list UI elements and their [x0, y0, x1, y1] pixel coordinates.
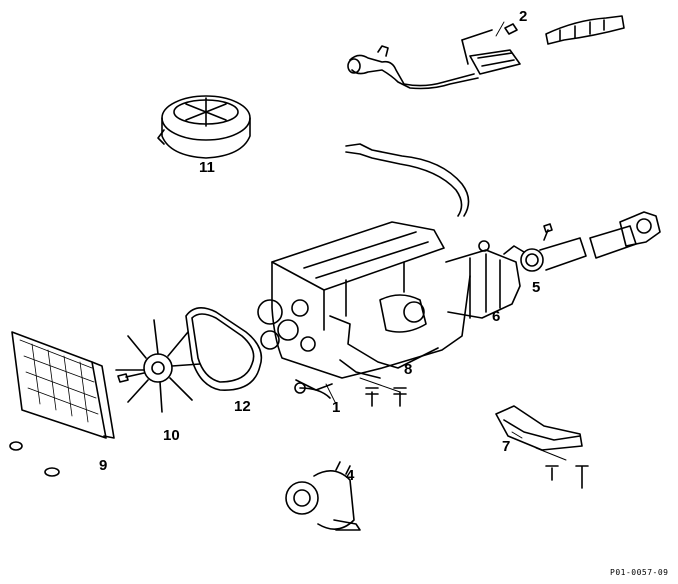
air-filter-part: [157, 95, 251, 159]
callout-1: 1: [332, 399, 341, 416]
callout-8: 8: [404, 361, 413, 378]
callout-5: 5: [532, 279, 541, 296]
leader-lines: [325, 21, 523, 439]
ac-compressor-part: [285, 461, 361, 531]
callout-10: 10: [163, 427, 180, 444]
callout-2: 2: [519, 8, 528, 25]
radiator-part: [9, 331, 115, 477]
dipstick-tube: [345, 143, 470, 217]
callout-12: 12: [234, 398, 251, 415]
drive-shaft-part: [520, 211, 661, 272]
cooling-fan-part: [115, 319, 201, 413]
callout-6: 6: [492, 308, 501, 325]
callout-9: 9: [99, 457, 108, 474]
mounting-bolts-part: [359, 377, 407, 407]
transmission-part: [445, 240, 525, 319]
callout-11: 11: [199, 159, 215, 176]
crossmember-part: [495, 405, 589, 489]
drive-belt-part: [185, 307, 263, 391]
figure-code: P01-0057-09: [610, 568, 669, 577]
callout-7: 7: [502, 438, 511, 455]
exhaust-system-part: [347, 15, 625, 90]
engine-block: [257, 221, 471, 399]
callout-4: 4: [346, 467, 355, 484]
